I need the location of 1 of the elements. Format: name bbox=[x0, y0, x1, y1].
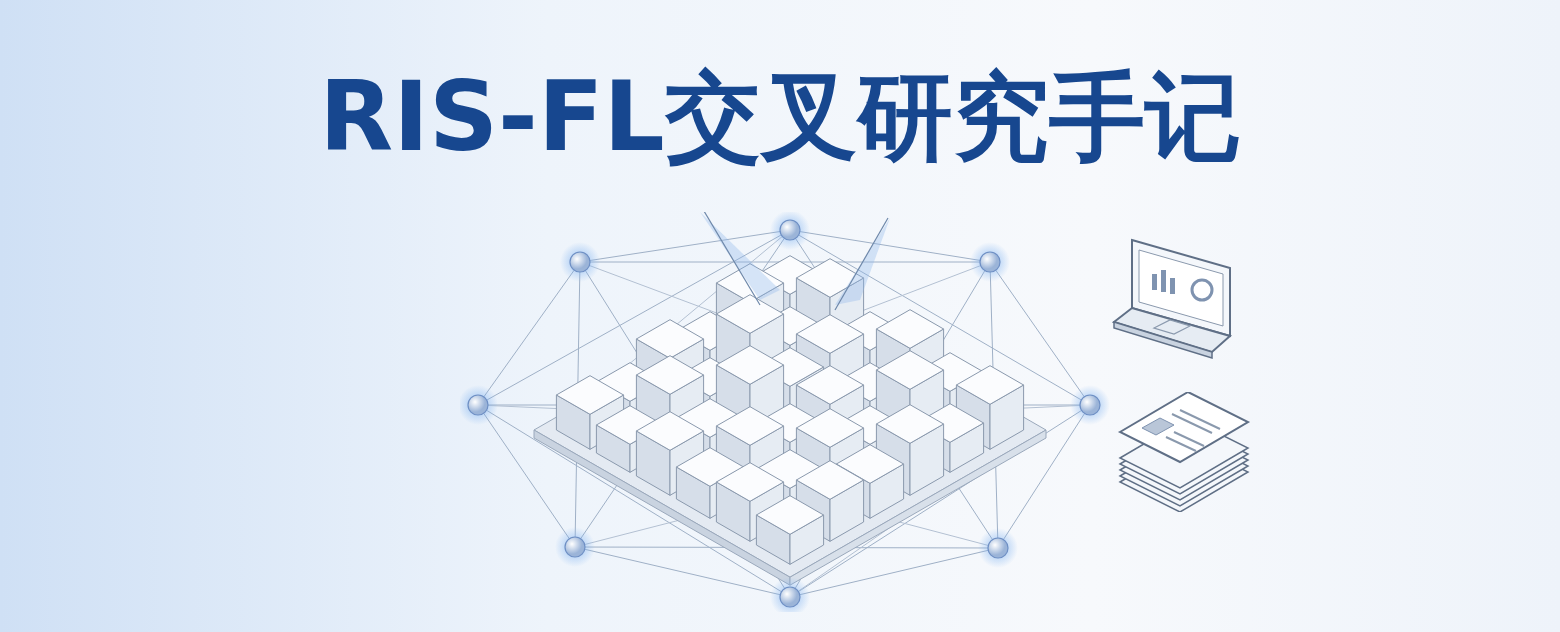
title: RIS-FL交叉研究手记 bbox=[319, 62, 1241, 173]
